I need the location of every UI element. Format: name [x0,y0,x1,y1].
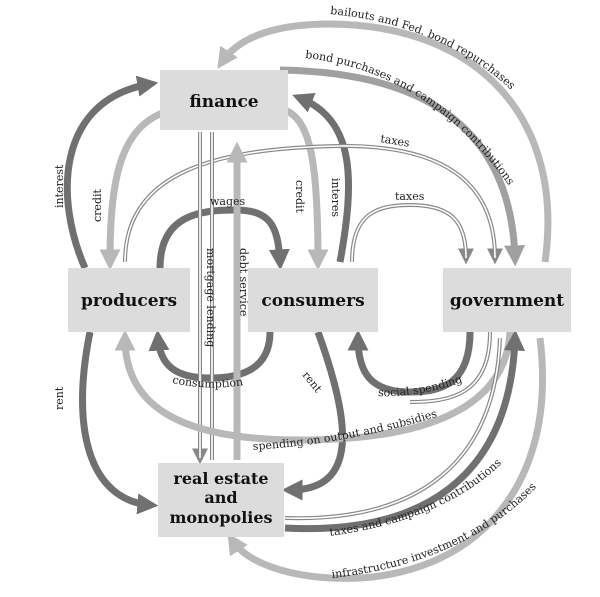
arrow-spending-output [114,329,514,444]
arrow-rent-center [281,330,347,501]
node-government: government [443,268,571,332]
node-real-estate: real estate and monopolies [158,463,284,537]
label-credit-right: credit [293,180,306,214]
label-credit-left: credit [91,188,104,222]
label-rent-center: rent [300,369,325,396]
arrow-interest-left [63,75,159,270]
node-finance-label: finance [189,92,258,112]
arrow-rent-left [79,331,159,515]
arrow-credit-right [283,106,329,271]
arrow-bond-purchases [279,66,526,267]
node-government-label: government [450,291,564,311]
arrow-social-spending [347,329,474,396]
arrow-wages [156,206,290,271]
arrow-taxes-top-inner [124,145,496,263]
label-debt-service: debt service [237,248,250,316]
arrow-taxes-campaign [284,329,526,533]
node-consumers: consumers [248,268,378,332]
node-real-estate-label-2: and [204,488,237,507]
arrow-infrastructure [227,337,547,582]
node-producers: producers [68,268,190,332]
arrow-bailouts [217,20,552,263]
label-taxes-top: taxes [380,132,411,150]
node-consumers-label: consumers [261,291,364,311]
node-real-estate-label-1: real estate [173,469,268,488]
node-finance: finance [160,70,288,130]
arrow-credit-left [99,108,167,271]
arrow-taxes-campaign-thin-inner [284,337,501,519]
node-producers-label: producers [81,291,177,311]
arrow-interest-right [292,92,353,263]
label-mortgage-lending: mortgage lending [204,248,217,347]
arrow-social-spending-thin-inner [409,331,491,403]
label-wages: wages [210,195,246,208]
label-consumption: consumption [171,373,243,390]
arrow-taxes-mid-inner [351,204,467,263]
label-interest-left: interest [53,164,66,208]
label-taxes-mid: taxes [395,190,425,203]
node-real-estate-label-3: monopolies [169,508,272,527]
label-rent-left: rent [53,386,66,410]
